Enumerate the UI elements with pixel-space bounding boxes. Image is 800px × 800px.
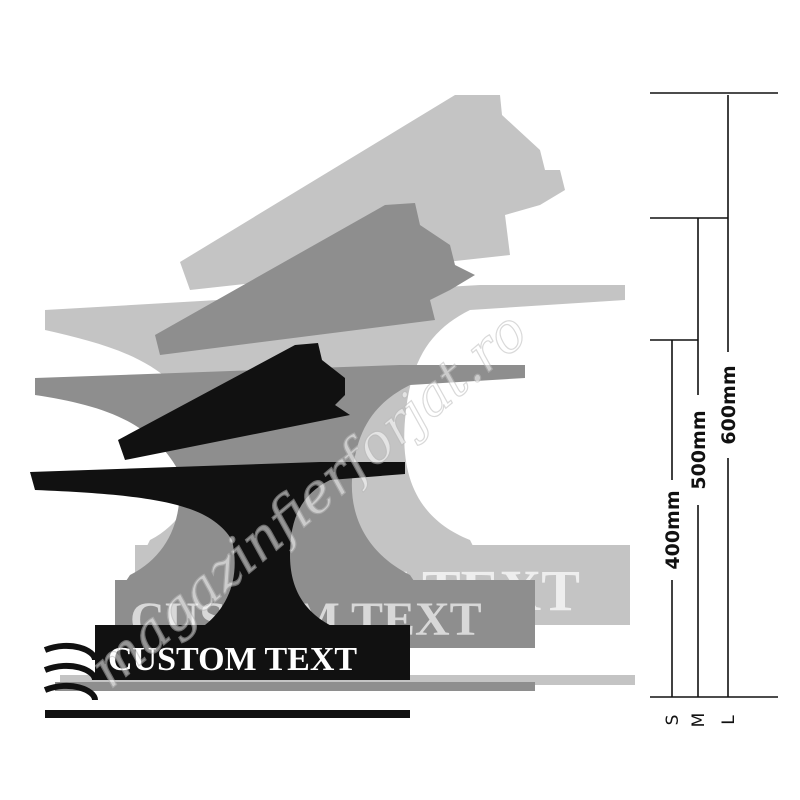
plate-text-small: CUSTOM TEXT	[108, 641, 357, 678]
dimension-label-medium: 500mm	[688, 410, 710, 489]
size-label-small: S	[663, 715, 683, 726]
dimension-label-small: 400mm	[662, 490, 684, 569]
dimension-label-large: 600mm	[718, 365, 740, 444]
size-label-medium: M	[689, 713, 709, 728]
dimension-guides	[650, 92, 778, 698]
anvil-sign-small: CUSTOM TEXT	[30, 343, 410, 718]
size-label-large: L	[719, 715, 739, 725]
